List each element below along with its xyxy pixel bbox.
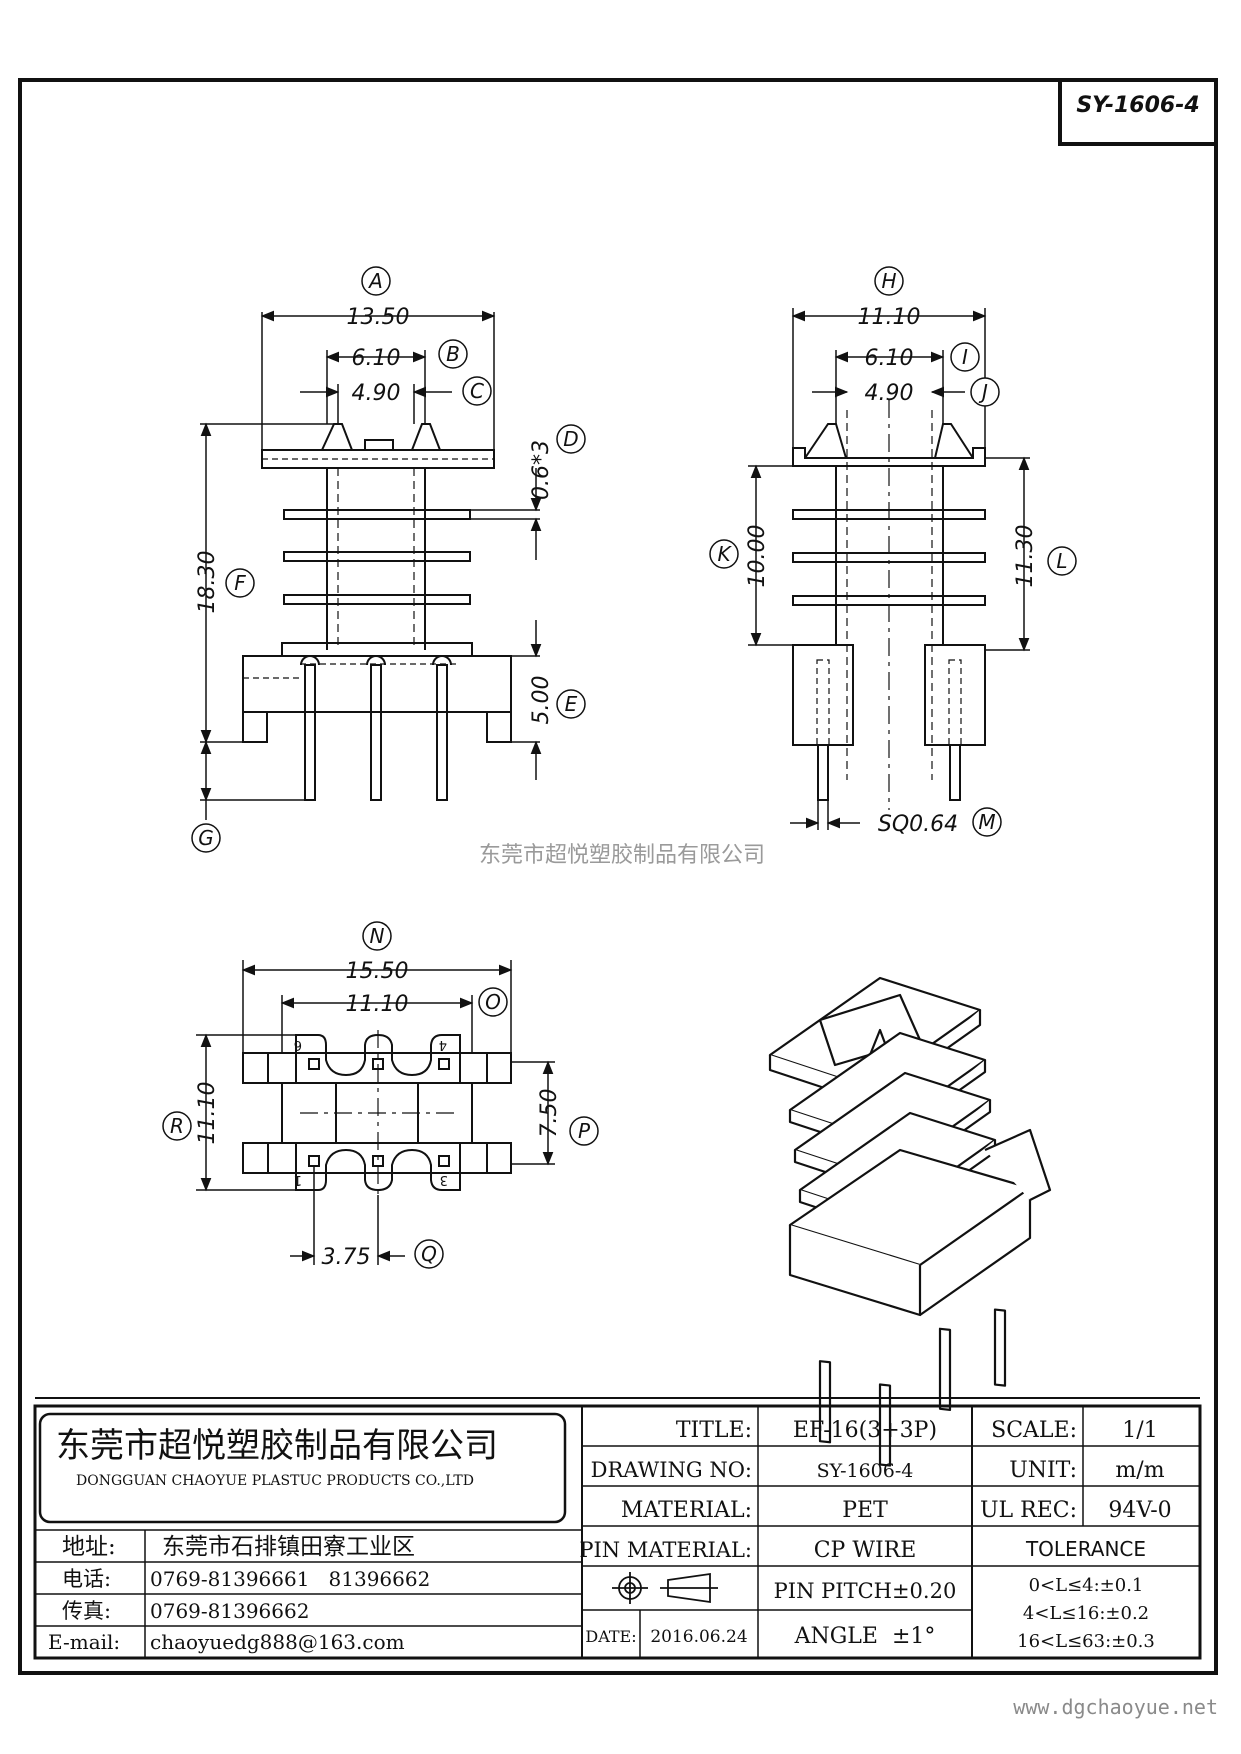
dim-a-value: 13.50 xyxy=(347,305,410,330)
label-e: E xyxy=(565,692,578,716)
dim-m-value: SQ0.64 xyxy=(878,812,958,837)
front-view-callouts: H I J K L M xyxy=(709,266,1077,837)
label-c: C xyxy=(470,379,484,403)
drawing-number-box xyxy=(1058,78,1218,146)
front-view xyxy=(792,400,986,810)
bottom-view-callouts: N O P Q R xyxy=(162,921,599,1269)
side-view xyxy=(242,423,512,801)
projection-symbol-icon xyxy=(612,1572,718,1604)
phone-label: 电话: xyxy=(62,1567,111,1591)
dim-l-value: 11.30 xyxy=(1013,525,1038,588)
title-value: EF-16(3+3P) xyxy=(793,1418,937,1443)
outer-frame xyxy=(18,78,1218,1675)
title-block xyxy=(33,1397,1202,1660)
label-m: M xyxy=(978,810,995,834)
dim-o-value: 11.10 xyxy=(346,992,409,1017)
pin-material-value: CP WIRE xyxy=(814,1538,917,1563)
phone-value: 0769-81396661 81396662 xyxy=(150,1567,430,1591)
label-f: F xyxy=(234,571,246,595)
dim-k-value: 10.00 xyxy=(745,525,770,588)
tolerance-label: TOLERANCE xyxy=(1025,1537,1146,1561)
side-view-callouts: A B C D E F G xyxy=(191,266,586,853)
label-h: H xyxy=(881,269,896,293)
watermark-text: 东莞市超悦塑胶制品有限公司 xyxy=(479,843,765,868)
date-value: 2016.06.24 xyxy=(650,1627,747,1647)
dim-p-value: 7.50 xyxy=(537,1089,562,1138)
material-label: MATERIAL: xyxy=(621,1498,752,1523)
unit-label: UNIT: xyxy=(1009,1458,1077,1483)
label-l: L xyxy=(1056,549,1067,573)
dim-q-value: 3.75 xyxy=(322,1245,371,1270)
email-value: chaoyuedg888@163.com xyxy=(150,1630,405,1654)
label-r: R xyxy=(170,1114,184,1138)
dim-e-value: 5.00 xyxy=(529,676,554,725)
address-value: 东莞市石排镇田寮工业区 xyxy=(162,1534,415,1560)
company-name-cn: 东莞市超悦塑胶制品有限公司 xyxy=(56,1426,498,1466)
bottom-view-dimensions xyxy=(196,960,555,1265)
address-label: 地址: xyxy=(62,1534,116,1560)
label-q: Q xyxy=(421,1242,437,1266)
label-n: N xyxy=(370,924,385,948)
label-a: A xyxy=(367,269,383,293)
pin-number-1: 1 xyxy=(294,1172,302,1187)
dim-c-value: 4.90 xyxy=(352,381,401,406)
bottom-view xyxy=(242,1030,512,1195)
pin-number-4: 4 xyxy=(439,1037,447,1052)
dim-i-value: 6.10 xyxy=(865,346,914,371)
material-value: PET xyxy=(842,1498,888,1523)
label-p: P xyxy=(578,1119,591,1143)
ul-rec-label: UL REC: xyxy=(980,1498,1077,1523)
dim-n-value: 15.50 xyxy=(346,959,409,984)
label-j: J xyxy=(978,380,988,404)
front-view-dimensions xyxy=(748,308,1030,830)
dim-d-value: 0.6*3 xyxy=(529,440,554,500)
isometric-view xyxy=(768,976,1052,1467)
company-name-en: DONGGUAN CHAOYUE PLASTUC PRODUCTS CO.,LT… xyxy=(76,1473,474,1489)
pin-material-label: PIN MATERIAL: xyxy=(579,1538,752,1562)
scale-label: SCALE: xyxy=(991,1418,1077,1443)
label-g: G xyxy=(198,826,214,850)
drawing-no-value: SY-1606-4 xyxy=(817,1460,914,1482)
ul-rec-value: 94V-0 xyxy=(1108,1498,1171,1523)
tolerance-row: 4<L≤16:±0.2 xyxy=(1023,1603,1149,1624)
dim-h-value: 11.10 xyxy=(858,305,921,330)
label-o: O xyxy=(485,990,501,1014)
angle-value: ANGLE ±1° xyxy=(794,1624,936,1649)
title-label: TITLE: xyxy=(676,1418,752,1443)
pin-number-3: 3 xyxy=(440,1172,448,1187)
tolerance-row: 0<L≤4:±0.1 xyxy=(1029,1575,1144,1596)
email-label: E-mail: xyxy=(48,1630,120,1654)
drawing-no-label: DRAWING NO: xyxy=(591,1458,752,1482)
label-k: K xyxy=(717,542,732,566)
date-label: DATE: xyxy=(585,1627,636,1646)
unit-value: m/m xyxy=(1115,1458,1164,1483)
pin-number-6: 6 xyxy=(294,1037,302,1052)
fax-label: 传真: xyxy=(62,1599,111,1623)
fax-value: 0769-81396662 xyxy=(150,1599,309,1623)
label-b: B xyxy=(446,342,460,366)
label-d: D xyxy=(563,427,578,451)
website-text: www.dgchaoyue.net xyxy=(1013,1695,1218,1719)
tolerance-row: 16<L≤63:±0.3 xyxy=(1017,1631,1155,1652)
dim-r-value: 11.10 xyxy=(195,1082,220,1145)
scale-value: 1/1 xyxy=(1122,1418,1157,1443)
pin-pitch-value: PIN PITCH±0.20 xyxy=(774,1579,957,1603)
dim-f-value: 18.30 xyxy=(195,551,220,614)
label-i: I xyxy=(962,345,968,369)
dim-j-value: 4.90 xyxy=(865,381,914,406)
drawing-number-box-text: SY-1606-4 xyxy=(1076,93,1199,118)
dim-b-value: 6.10 xyxy=(352,346,401,371)
side-view-dimensions xyxy=(200,310,542,820)
